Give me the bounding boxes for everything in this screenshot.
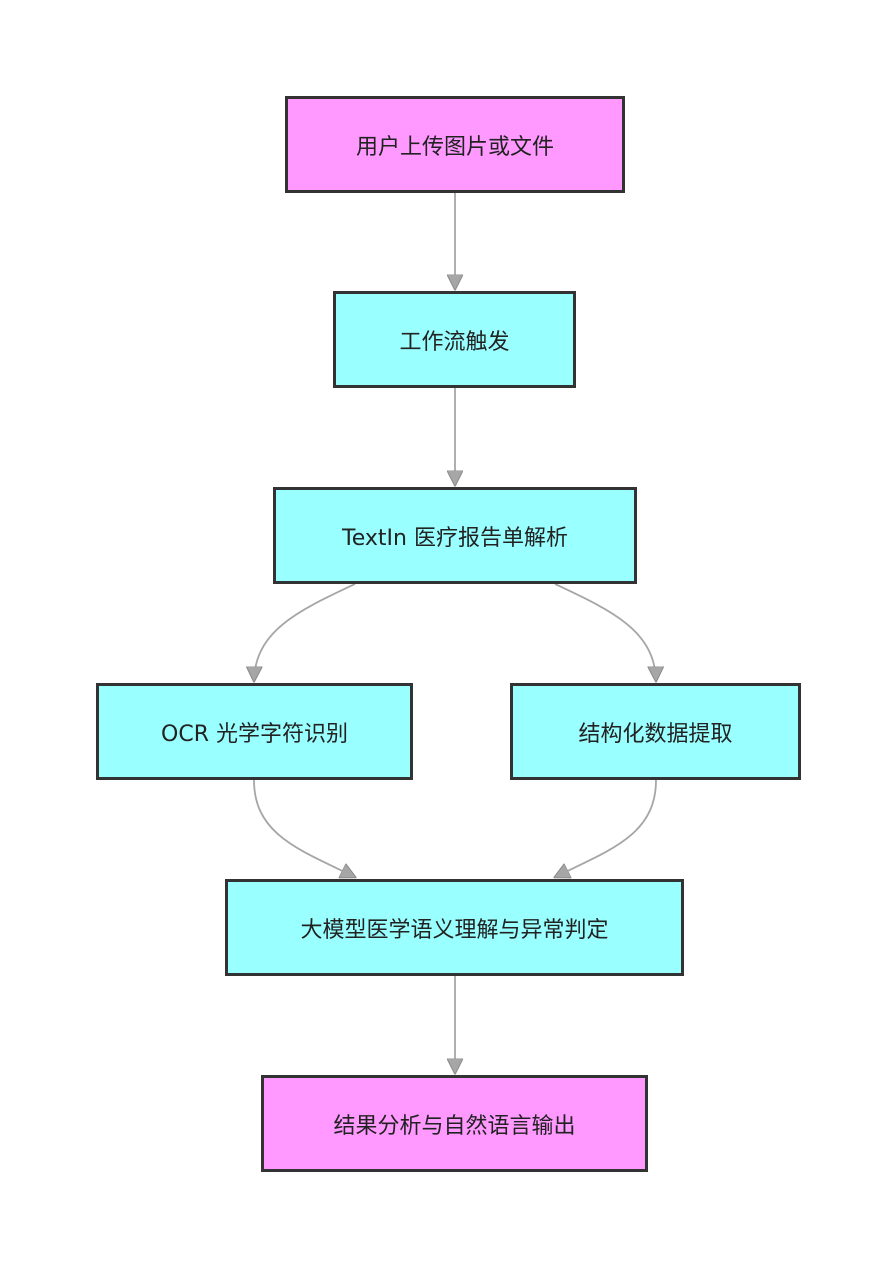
node-label: 结构化数据提取 <box>578 721 733 747</box>
node-label: 用户上传图片或文件 <box>355 134 554 160</box>
edge-textin-to-ocr <box>254 583 356 681</box>
node-label: 工作流触发 <box>399 329 510 355</box>
edge-textin-to-structured <box>554 583 656 681</box>
node-textin-report-parsing: TextIn 医疗报告单解析 <box>273 487 637 584</box>
edge-structured-to-llm <box>555 779 657 877</box>
node-ocr-recognition: OCR 光学字符识别 <box>96 683 413 780</box>
node-label: OCR 光学字符识别 <box>161 721 348 747</box>
node-workflow-trigger: 工作流触发 <box>333 291 576 388</box>
node-result-output: 结果分析与自然语言输出 <box>261 1075 648 1172</box>
node-label: TextIn 医疗报告单解析 <box>342 525 568 551</box>
edge-ocr-to-llm <box>253 779 355 877</box>
node-llm-semantic-analysis: 大模型医学语义理解与异常判定 <box>225 879 684 976</box>
node-label: 结果分析与自然语言输出 <box>333 1113 576 1139</box>
node-user-upload: 用户上传图片或文件 <box>285 96 625 193</box>
node-structured-data-extraction: 结构化数据提取 <box>510 683 801 780</box>
node-label: 大模型医学语义理解与异常判定 <box>300 917 609 943</box>
